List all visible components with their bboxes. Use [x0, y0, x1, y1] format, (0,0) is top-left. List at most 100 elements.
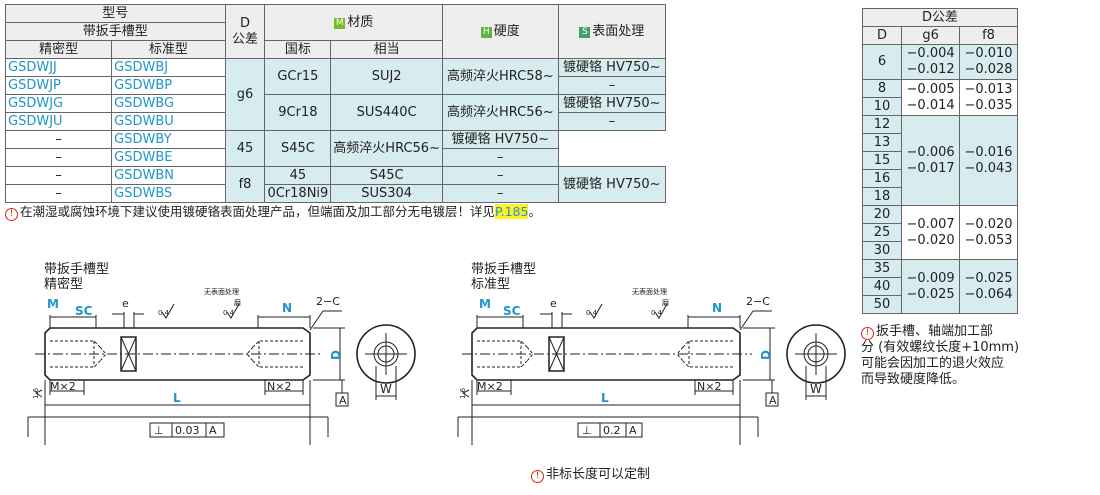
surface-cell: 镀硬铬 HV750~ — [557, 94, 667, 113]
tolerance-value: 0.03 — [175, 424, 200, 437]
material-equiv-cell: S45C — [264, 130, 332, 167]
material-gb-cell: 45 — [224, 130, 266, 167]
part-number-link[interactable]: GSDWBN — [111, 166, 226, 185]
header-g6: g6 — [901, 26, 961, 45]
f8-range: −0.025−0.064 — [959, 259, 1018, 314]
d-value: 25 — [861, 223, 903, 242]
label-l: L — [601, 391, 609, 405]
f8-range: −0.010−0.028 — [959, 44, 1018, 80]
roughness-value: 1.6 — [32, 387, 40, 399]
label-nx2: N×2 — [267, 380, 291, 393]
part-number-link[interactable]: GSDWBP — [111, 76, 226, 95]
label-n: N — [712, 301, 722, 315]
hardness-cell: – — [441, 184, 559, 203]
part-number-link[interactable]: GSDWBS — [111, 184, 226, 203]
no-surface-label: 无表面处理 — [632, 287, 667, 296]
material-gb-cell: 9Cr18 — [264, 94, 332, 131]
part-number-link[interactable]: GSDWBG — [111, 94, 226, 113]
perpendicular-icon: ⊥ — [154, 424, 164, 437]
d-value: 20 — [861, 205, 903, 224]
perpendicular-icon: ⊥ — [582, 424, 592, 437]
material-equiv-cell: SUJ2 — [330, 58, 443, 95]
part-number-link[interactable]: GSDWJJ — [4, 58, 113, 77]
label-m: M — [479, 297, 491, 311]
header-equiv: 相当 — [330, 40, 443, 59]
page-link[interactable]: P.185 — [495, 204, 529, 219]
no-surface-label: 无表面处理 — [204, 287, 239, 296]
surface-cell: – — [557, 112, 667, 131]
ground-label: 磨 — [662, 298, 669, 307]
g6-range: −0.004−0.012 — [901, 44, 961, 80]
part-number-empty: – — [4, 130, 113, 149]
part-number-link[interactable]: GSDWJU — [4, 112, 113, 131]
d-value: 6 — [861, 44, 903, 80]
plating-note: !在潮湿或腐蚀环境下建议使用镀硬铬表面处理产品，但端面及加工部分无电镀层！详见P… — [5, 204, 541, 221]
label-w: W — [380, 382, 392, 396]
material-gb-cell: 45 — [264, 166, 332, 185]
hardness-cell: – — [441, 166, 559, 185]
drawing-title-precision: 带扳手槽型精密型 — [44, 262, 110, 292]
part-number-link[interactable]: GSDWJG — [4, 94, 113, 113]
part-number-link[interactable]: GSDWBJ — [111, 58, 226, 77]
label-m: M — [47, 297, 59, 311]
g6-range: −0.006−0.017 — [901, 115, 961, 206]
material-gb-cell: 0Cr18Ni9 — [264, 184, 332, 203]
part-number-link[interactable]: GSDWBY — [111, 130, 226, 149]
shaft-drawing-standard: M SC N D L W e 2−C M×2 N×2 A ⊥ 0.2 A 0.4… — [457, 287, 846, 445]
label-n: N — [282, 301, 292, 315]
surface-cell: 镀硬铬 HV750~ — [441, 130, 559, 149]
table-row: GSDWJU GSDWBU – — [4, 112, 667, 131]
label-mx2: M×2 — [477, 380, 503, 393]
table-row: – GSDWBN f8 45 S45C – 镀硬铬 HV750~ — [4, 166, 667, 203]
table-row: GSDWJP GSDWBP – — [4, 76, 667, 95]
f8-range: −0.016−0.043 — [959, 115, 1018, 206]
label-e: e — [122, 297, 129, 310]
surface-cell: 镀硬铬 HV750~ — [557, 58, 667, 77]
surface-cell: – — [441, 148, 559, 167]
material-gb-cell: GCr15 — [264, 58, 332, 95]
table-row: GSDWJJ GSDWBJ g6 GCr15 SUJ2 高频淬火HRC58~ 镀… — [4, 58, 667, 131]
header-model: 型号 — [5, 4, 226, 23]
d-value: 35 — [861, 259, 903, 278]
warning-icon: ! — [531, 470, 544, 483]
label-sc: SC — [503, 304, 521, 318]
label-d: D — [759, 350, 773, 360]
roughness-value: 0.4 — [158, 309, 170, 317]
f8-range: −0.013−0.035 — [959, 79, 1018, 116]
tolerance-title: D公差 — [862, 8, 1018, 27]
f8-range: −0.020−0.053 — [959, 205, 1018, 260]
header-d: D — [861, 26, 903, 45]
part-number-link[interactable]: GSDWBE — [111, 148, 226, 167]
tolerance-table: D公差 D g6 f8 6 −0.004−0.012 −0.010−0.028 … — [861, 8, 1018, 314]
d-value: 12 — [861, 115, 903, 134]
g6-range: −0.007−0.020 — [901, 205, 961, 260]
part-number-empty: – — [4, 166, 113, 185]
shaft-drawing-precision: M SC N D L W e 2−C M×2 N×2 A ⊥ 0.03 A 0.… — [27, 287, 416, 445]
table-row: – GSDWBY 45 S45C 高频淬火HRC56~ 镀硬铬 HV750~ — [4, 130, 666, 167]
hardness-cell: 高频淬火HRC58~ — [441, 58, 559, 95]
material-equiv-cell: S45C — [330, 166, 443, 185]
part-number-link[interactable]: GSDWBU — [111, 112, 226, 131]
material-equiv-cell: SUS440C — [330, 94, 443, 131]
part-number-link[interactable]: GSDWJP — [4, 76, 113, 95]
table-row: – GSDWBS 0Cr18Ni9 SUS304 – — [4, 184, 666, 203]
header-type: 带扳手槽型 — [5, 22, 226, 41]
d-value: 40 — [861, 277, 903, 296]
label-nx2: N×2 — [697, 380, 721, 393]
header-standard: 标准型 — [111, 40, 226, 59]
table-row: – GSDWBE – — [4, 148, 666, 167]
datum-a: A — [339, 394, 347, 407]
tolerance-datum: A — [209, 424, 217, 437]
label-chamfer: 2−C — [316, 295, 340, 308]
label-l: L — [173, 391, 181, 405]
roughness-value: 0.4 — [223, 309, 235, 317]
d-value: 8 — [861, 79, 903, 98]
hardness-note: !扳手槽、轴端加工部 分 (有效螺纹长度+10mm) 可能会因加工的退火效应 而… — [861, 324, 1020, 387]
drawing-title-standard: 带扳手槽型标准型 — [471, 262, 537, 292]
warning-icon: ! — [861, 327, 874, 340]
